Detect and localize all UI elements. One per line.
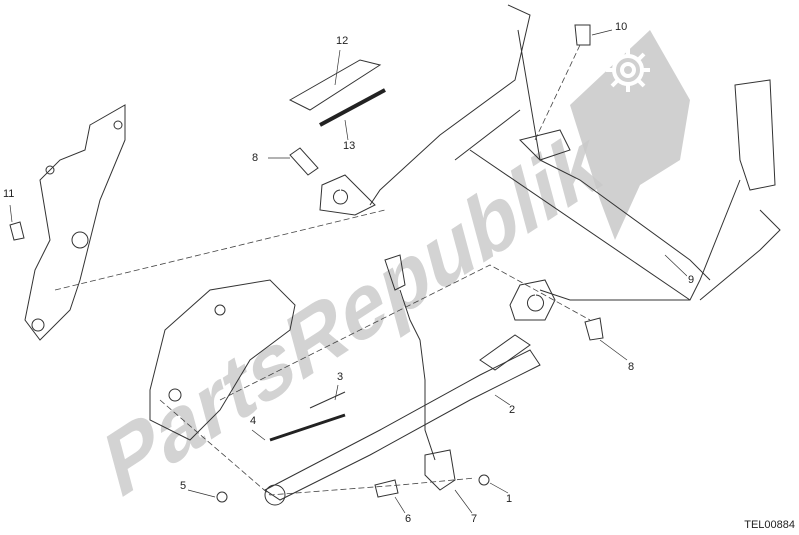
sensor-switch bbox=[424, 449, 456, 491]
callout-8b: 8 bbox=[627, 361, 636, 373]
callout-7: 7 bbox=[470, 513, 479, 525]
sensor-connector bbox=[384, 254, 406, 291]
stand-pedal bbox=[734, 79, 776, 191]
frame-bracket bbox=[24, 104, 126, 341]
nut-1 bbox=[478, 474, 490, 486]
spring-4 bbox=[269, 413, 346, 442]
callout-1: 1 bbox=[505, 493, 514, 505]
bushing-8-right bbox=[584, 317, 604, 341]
rubber-10 bbox=[574, 24, 591, 46]
pin-6 bbox=[374, 479, 399, 498]
spring-3 bbox=[309, 391, 346, 409]
callout-10: 10 bbox=[614, 21, 629, 33]
line-art bbox=[9, 4, 781, 506]
callout-13: 13 bbox=[342, 140, 357, 152]
callout-12: 12 bbox=[335, 35, 350, 47]
callout-9: 9 bbox=[687, 274, 696, 286]
callout-6: 6 bbox=[404, 513, 413, 525]
callout-11: 11 bbox=[2, 188, 16, 200]
callout-3: 3 bbox=[336, 371, 345, 383]
side-stand bbox=[264, 349, 541, 501]
bushing-8-top bbox=[289, 147, 319, 176]
side-bracket bbox=[149, 279, 296, 441]
center-stand bbox=[369, 4, 711, 301]
callout-4: 4 bbox=[249, 415, 258, 427]
spring-13 bbox=[319, 88, 386, 127]
callout-2: 2 bbox=[508, 404, 517, 416]
screw-11 bbox=[9, 221, 25, 241]
drawing-code: TEL00884 bbox=[744, 519, 795, 531]
callout-5: 5 bbox=[179, 480, 188, 492]
callout-8: 8 bbox=[251, 152, 260, 164]
washer-5 bbox=[216, 491, 228, 503]
